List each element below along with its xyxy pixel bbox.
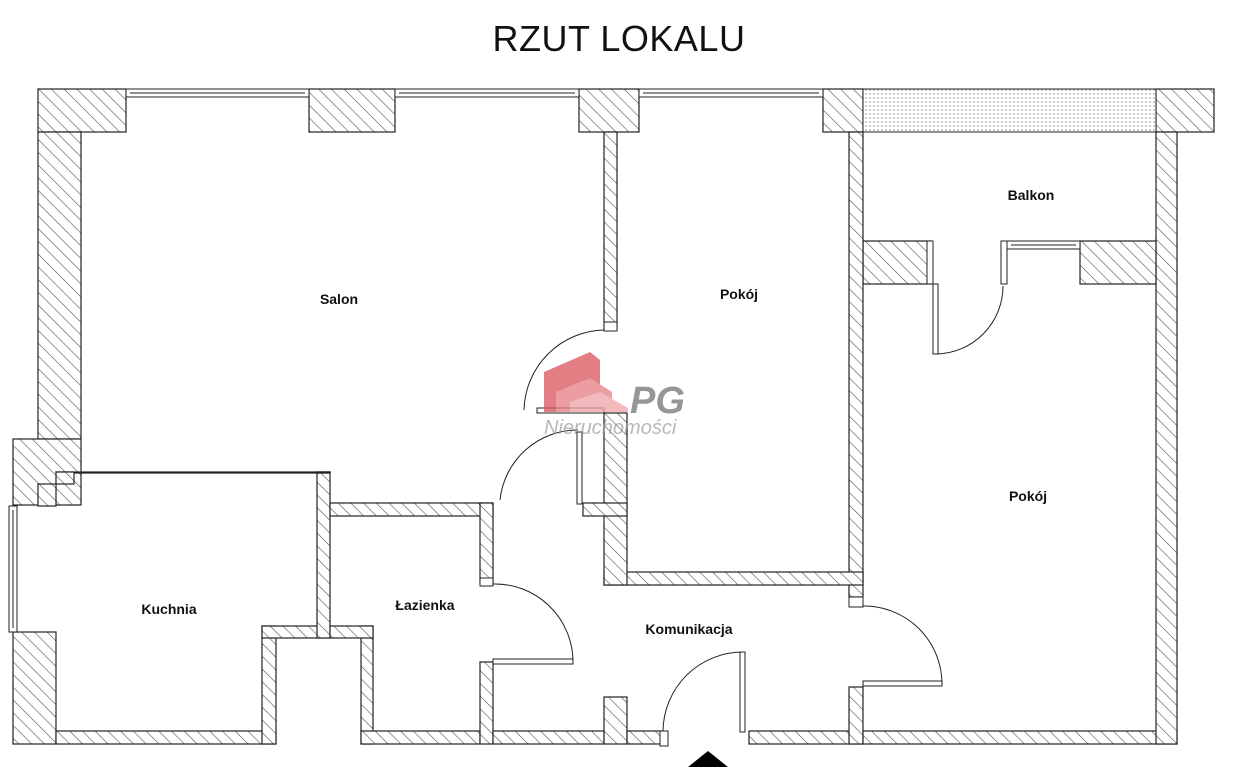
watermark-brand: PG xyxy=(630,380,685,422)
balcony-parapet xyxy=(862,88,1157,133)
room-label-lazienka: Łazienka xyxy=(395,597,454,613)
watermark-subtitle: Nieruchomości xyxy=(544,417,677,439)
door-lazienka xyxy=(479,577,574,665)
watermark-logo-icon xyxy=(544,352,628,412)
room-label-salon: Salon xyxy=(320,291,358,307)
room-label-pokoj-2: Pokój xyxy=(1009,488,1047,504)
room-label-pokoj-1: Pokój xyxy=(720,286,758,302)
entrance-arrow-icon xyxy=(688,751,728,767)
door-entrance xyxy=(659,651,746,747)
room-labels: Salon Pokój Balkon Pokój Kuchnia Łazienk… xyxy=(141,187,1054,637)
windows xyxy=(8,88,1081,633)
room-label-balkon: Balkon xyxy=(1008,187,1055,203)
doors xyxy=(479,240,1008,747)
watermark: PG Nieruchomości xyxy=(544,352,685,439)
door-pokoj-2 xyxy=(848,596,943,687)
door-salon-hall xyxy=(499,429,583,505)
plan-title: RZUT LOKALU xyxy=(492,18,746,59)
room-label-kuchnia: Kuchnia xyxy=(141,601,196,617)
door-balkon xyxy=(926,240,1008,355)
walls xyxy=(12,88,1215,745)
room-label-komunikacja: Komunikacja xyxy=(645,621,732,637)
